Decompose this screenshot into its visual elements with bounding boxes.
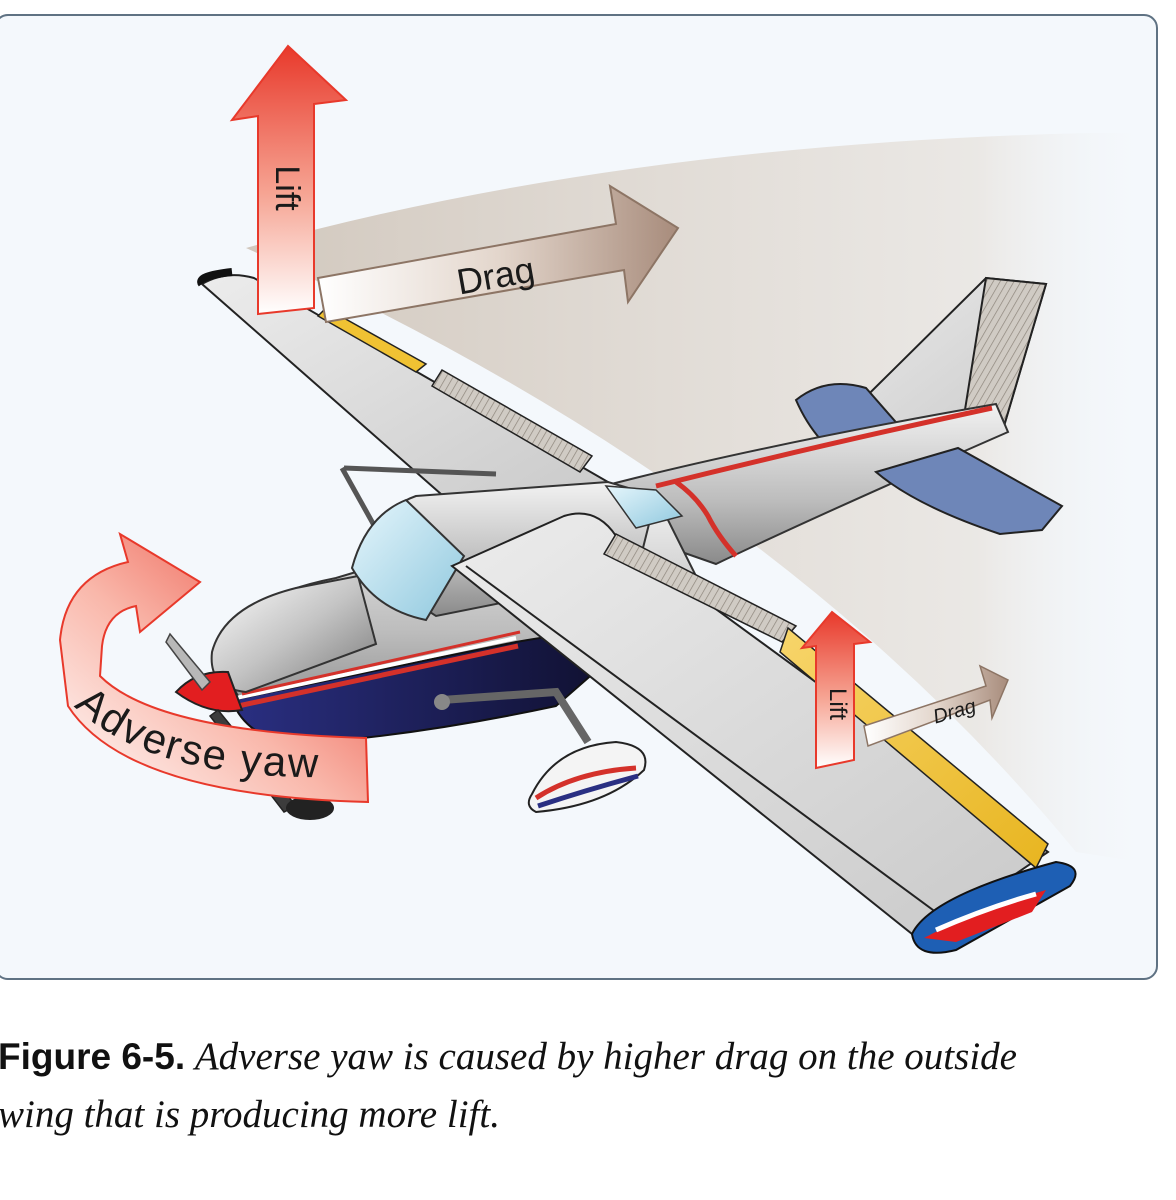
right-horizontal-stabilizer <box>873 446 1064 536</box>
caption-label: Figure 6-5. <box>0 1036 186 1077</box>
caption-line-1: Figure 6-5. Adverse yaw is caused by hig… <box>0 1028 1176 1086</box>
lower-lift-label: Lift <box>824 688 851 720</box>
tailcone <box>594 402 1010 566</box>
propeller <box>165 632 212 692</box>
left-flap <box>430 368 594 473</box>
side-window <box>604 485 684 529</box>
upper-lift-label: Lift <box>268 165 306 211</box>
right-flap <box>602 533 798 643</box>
figure-panel: Drag Lift Lift Drag Adverse yaw <box>0 14 1158 980</box>
caption-line-2: wing that is producing more lift. <box>0 1093 500 1136</box>
figure-caption: Figure 6-5. Adverse yaw is caused by hig… <box>0 1028 1176 1144</box>
windshield <box>350 498 466 622</box>
lower-lift-arrow: Lift <box>799 610 873 770</box>
adverse-yaw-illustration: Drag Lift Lift Drag Adverse yaw <box>58 44 1156 954</box>
caption-text-1: Adverse yaw is caused by higher drag on … <box>194 1035 1017 1078</box>
upper-lift-arrow: Lift <box>229 44 349 316</box>
spinner <box>174 670 244 713</box>
left-aileron <box>316 307 428 373</box>
nose-wheel <box>286 796 334 820</box>
